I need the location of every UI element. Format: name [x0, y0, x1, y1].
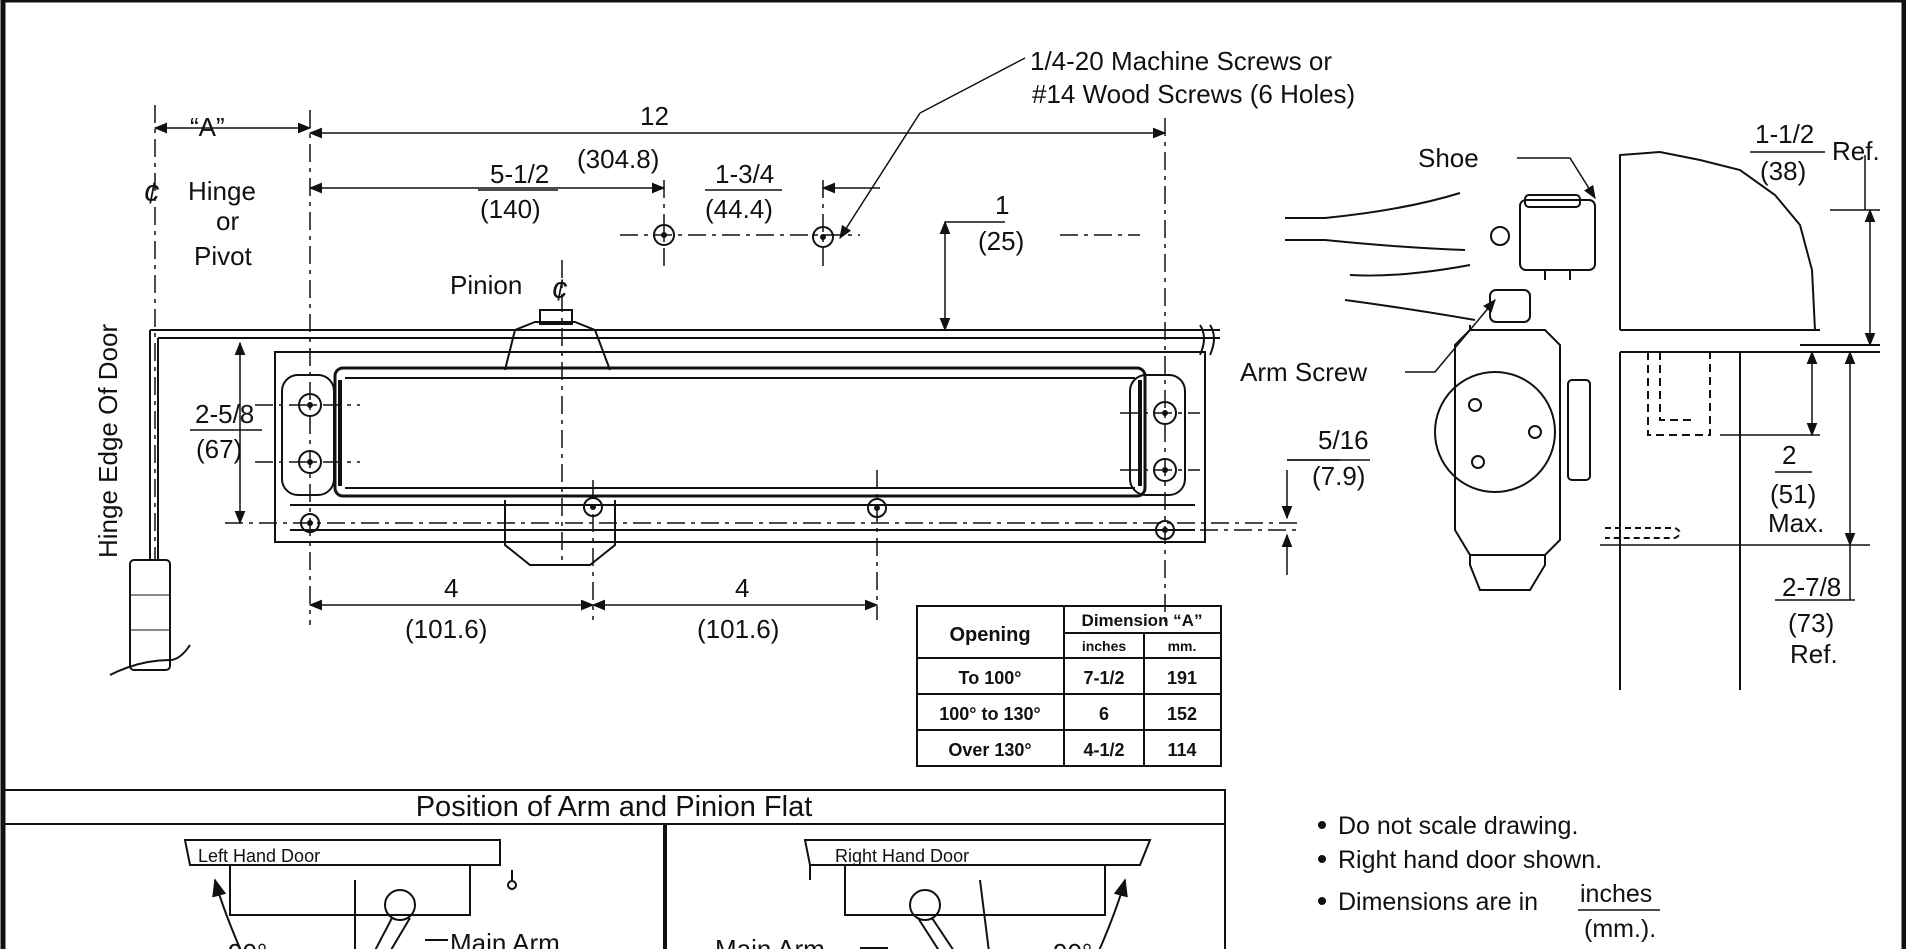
dim-5-1-2-in: 5-1/2: [490, 159, 549, 189]
note-2: Right hand door shown.: [1338, 846, 1602, 874]
table-row-1-opening: To 100°: [959, 668, 1022, 688]
screw-holes: [298, 224, 1177, 540]
dim-1-1-2-mm: (38): [1760, 156, 1806, 186]
table-row-2-opening: 100° to 130°: [939, 704, 1040, 724]
table-sub-inches: inches: [1082, 638, 1127, 654]
pinion-label: Pinion: [450, 270, 522, 300]
main-arm-left-label: Main Arm: [450, 928, 560, 949]
dim-2-in: 2: [1782, 440, 1796, 470]
dim-1-1-2-in: 1-1/2: [1755, 119, 1814, 149]
note-3-mm: (mm.).: [1584, 915, 1656, 943]
notes: Do not scale drawing. Right hand door sh…: [1318, 812, 1660, 943]
dim-5-1-2-mm: (140): [480, 194, 541, 224]
left-end-bracket: [281, 374, 335, 496]
dim-1-in: 1: [995, 190, 1009, 220]
dim-1-mm: (25): [978, 226, 1024, 256]
side-view: [1285, 150, 1880, 690]
pivot-label: Pivot: [194, 241, 253, 271]
table-row-3-inches: 4-1/2: [1083, 740, 1124, 760]
screws-callout-line2: #14 Wood Screws (6 Holes): [1032, 79, 1355, 109]
hinge-edge-label: Hinge Edge Of Door: [93, 324, 123, 558]
shoe-label: Shoe: [1418, 143, 1479, 173]
dim-2-mm: (51): [1770, 479, 1816, 509]
dim-1-3-4-in: 1-3/4: [715, 159, 774, 189]
opening-table: [916, 605, 1222, 767]
note-3-prefix: Dimensions are in: [1338, 888, 1538, 916]
dim-4-left-in: 4: [444, 573, 458, 603]
dim-12-in: 12: [640, 101, 669, 131]
end-cap: [1434, 371, 1556, 493]
closer-body: [333, 366, 1147, 498]
dim-4-right-mm: (101.6): [697, 614, 779, 644]
arm-screw-label: Arm Screw: [1240, 357, 1367, 387]
closer-body-side: [1454, 329, 1546, 591]
pinion-housing-bottom: [504, 500, 616, 566]
dim-2-7-8-ref: Ref.: [1790, 639, 1838, 669]
table-sub-mm: mm.: [1168, 638, 1197, 654]
svg-text:¢: ¢: [551, 274, 568, 307]
main-arm: [1285, 192, 1466, 251]
screws-callout-line1: 1/4-20 Machine Screws or: [1030, 46, 1332, 76]
dim-2-5-8-mm: (67): [196, 434, 242, 464]
table-header-opening: Opening: [949, 624, 1030, 646]
dim-2-7-8-in: 2-7/8: [1782, 572, 1841, 602]
dim-5-16-mm: (7.9): [1312, 461, 1365, 491]
dim-4-right-in: 4: [735, 573, 749, 603]
left-hand-door-label: Left Hand Door: [198, 846, 320, 866]
dim-a-label: “A”: [190, 112, 225, 142]
dim-12-mm: (304.8): [577, 144, 659, 174]
table-row-1-mm: 191: [1167, 668, 1197, 688]
dimension-lines: [153, 57, 1340, 611]
dim-2-max: Max.: [1768, 508, 1824, 538]
angle-right-label: 90°: [1053, 938, 1092, 949]
right-hand-door-label: Right Hand Door: [835, 846, 969, 866]
table-row-2-mm: 152: [1167, 704, 1197, 724]
table-row-3-opening: Over 130°: [948, 740, 1031, 760]
position-panel-title: Position of Arm and Pinion Flat: [416, 791, 813, 823]
dim-1-3-4-mm: (44.4): [705, 194, 773, 224]
front-view: ¢ ¢: [109, 57, 1340, 676]
hinge-knuckle: [129, 559, 171, 671]
pinion-housing-top: [504, 321, 611, 371]
table-row-2-inches: 6: [1099, 704, 1109, 724]
dim-5-16-in: 5/16: [1318, 425, 1369, 455]
table-row-3-mm: 114: [1167, 740, 1196, 760]
mounting-plate: [274, 351, 1206, 543]
or-label: or: [216, 206, 239, 236]
dim-4-left-mm: (101.6): [405, 614, 487, 644]
svg-text:¢: ¢: [143, 177, 160, 210]
hinge-label: Hinge: [188, 176, 256, 206]
table-header-dimension: Dimension “A”: [1082, 611, 1203, 630]
dim-2-7-8-mm: (73): [1788, 608, 1834, 638]
dim-2-5-8-in: 2-5/8: [195, 399, 254, 429]
note-1: Do not scale drawing.: [1338, 812, 1578, 840]
shoe: [1519, 199, 1596, 271]
right-end-bracket: [1129, 374, 1186, 496]
note-3-inches: inches: [1580, 880, 1652, 908]
table-row-1-inches: 7-1/2: [1083, 668, 1124, 688]
position-panel: [2, 789, 1226, 949]
dim-1-1-2-ref: Ref.: [1832, 136, 1880, 166]
main-arm-right-label: Main Arm: [715, 934, 825, 949]
angle-left-label: 90°: [228, 938, 267, 949]
